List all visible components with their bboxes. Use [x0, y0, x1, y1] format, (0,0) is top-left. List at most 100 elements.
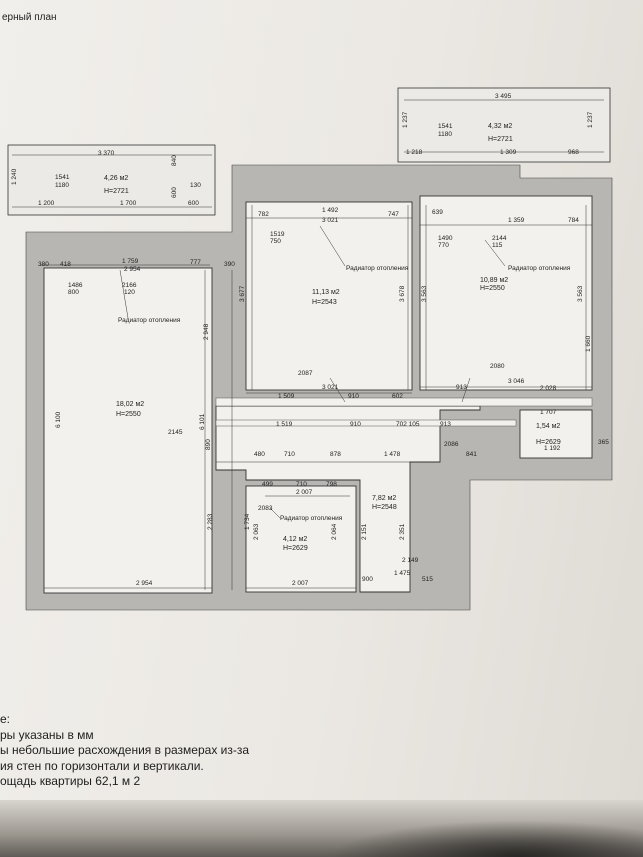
room-area-balcony-left: 4,26 м2: [104, 175, 128, 182]
room-height-big: H=2550: [116, 411, 141, 418]
dimension-label: 782: [258, 211, 269, 218]
dimension-label: 3 021: [322, 217, 339, 224]
photo-shadow-dark: [330, 820, 643, 857]
dimension-label: 120: [124, 289, 135, 296]
dimension-label: 1 660: [585, 335, 592, 352]
dimension-label: 2145: [168, 429, 183, 436]
dimension-label: 418: [60, 261, 71, 268]
dimension-label: 1 492: [322, 207, 339, 214]
dimension-label: 1486: [68, 282, 83, 289]
dimension-label: 1 759: [122, 258, 139, 265]
dimension-label: 2 007: [296, 489, 313, 496]
dimension-label: 2 063: [253, 523, 260, 540]
dimension-label: 115: [492, 242, 503, 249]
dimension-label: 3 563: [421, 285, 428, 302]
dimension-label: 1541: [55, 174, 70, 181]
dimension-label: 1 200: [38, 200, 55, 207]
radiator-note: Радиатор отопления: [280, 515, 343, 522]
dimension-label: 515: [422, 576, 433, 583]
dimension-label: 913: [440, 421, 451, 428]
dimension-label: 1 240: [11, 168, 18, 185]
room-area-right: 10,89 м2: [480, 277, 508, 284]
dimension-label: 600: [188, 200, 199, 207]
room-area-wc: 1,54 м2: [536, 423, 560, 430]
room-bath: [245, 485, 357, 593]
dimension-label: 2 283: [207, 513, 214, 530]
dimension-label: 2086: [444, 441, 459, 448]
dimension-label: 2166: [122, 282, 137, 289]
dimension-label: 3 370: [98, 150, 115, 157]
balcony-right: [397, 87, 611, 163]
dimension-label: 913: [456, 384, 467, 391]
room-mid: [245, 201, 413, 391]
dimension-label: 1 734: [244, 513, 251, 530]
dimension-label: 1541: [438, 123, 453, 130]
room-height-balcony-left: H=2721: [104, 188, 129, 195]
room-area-hall: 7,82 м2: [372, 495, 396, 502]
dimension-label: 390: [224, 261, 235, 268]
note-line: ы небольшие расхождения в размерах из-за: [0, 743, 250, 757]
dimension-label: 365: [598, 439, 609, 446]
room-height-hall: H=2548: [372, 504, 397, 511]
dimension-label: 6 100: [55, 411, 62, 428]
page-title: ерный план: [2, 12, 57, 23]
room-big: [43, 267, 213, 594]
dimension-label: 3 495: [495, 93, 512, 100]
dimension-label: 890: [205, 439, 212, 450]
dimension-label: 1 478: [384, 451, 401, 458]
balcony-left: [7, 144, 216, 216]
room-area-balcony-right: 4,32 м2: [488, 123, 512, 130]
dimension-label: 2 948: [203, 323, 210, 340]
dimension-label: 1 237: [402, 111, 409, 128]
note-line: ры указаны в мм: [0, 727, 94, 742]
dimension-label: 499: [262, 481, 273, 488]
dimension-label: 1 237: [587, 111, 594, 128]
dimension-label: 1 218: [406, 149, 423, 156]
room-height-wc: H=2629: [536, 439, 561, 446]
room-hall: [215, 405, 481, 593]
dimension-label: 1 700: [120, 200, 137, 207]
dimension-label: 1 519: [276, 421, 293, 428]
dimension-label: 841: [466, 451, 477, 458]
dimension-label: 900: [362, 576, 373, 583]
dimension-label: 710: [296, 481, 307, 488]
dimension-label: 602: [392, 393, 403, 400]
dimension-label: 750: [270, 238, 281, 245]
dimension-label: 380: [38, 261, 49, 268]
dimension-label: 777: [190, 259, 201, 266]
dimension-label: 710: [284, 451, 295, 458]
dimension-label: 2 954: [136, 580, 153, 587]
dimension-label: 770: [438, 242, 449, 249]
room-right: [419, 195, 593, 391]
dimension-label: 1 359: [508, 217, 525, 224]
dimension-label: 798: [326, 481, 337, 488]
dimension-label: 784: [568, 217, 579, 224]
dimension-label: 2 151: [361, 523, 368, 540]
dimension-label: 702 105: [396, 421, 420, 428]
radiator-note: Радиатор отопления: [346, 265, 409, 272]
dimension-label: 1 707: [540, 409, 557, 416]
dimension-label: 747: [388, 211, 399, 218]
room-area-big: 18,02 м2: [116, 401, 144, 408]
dimension-label: 3 046: [508, 378, 525, 385]
dimension-label: 480: [254, 451, 265, 458]
dimension-label: 2087: [298, 370, 313, 377]
plan-notes: е: ры указаны в мм ы небольшие расхожден…: [0, 712, 249, 790]
dimension-label: 2 064: [331, 523, 338, 540]
room-height-right: H=2550: [480, 285, 505, 292]
dimension-label: 1 192: [544, 445, 561, 452]
dimension-label: 2 007: [292, 580, 309, 587]
room-height-bath: H=2629: [283, 545, 308, 552]
radiator-note: Радиатор отопления: [118, 317, 181, 324]
dimension-label: 878: [330, 451, 341, 458]
dimension-label: 910: [348, 393, 359, 400]
dimension-label: 1 509: [278, 393, 295, 400]
dimension-label: 3 021: [322, 384, 339, 391]
room-wc: [519, 409, 593, 459]
dimension-label: 968: [568, 149, 579, 156]
dimension-label: 600: [171, 187, 178, 198]
floor-plan: 18,02 м2 H=2550 11,13 м2 H=2543 10,89 м2…: [7, 87, 613, 611]
dimension-label: 2 149: [402, 557, 419, 564]
dimension-label: 6 101: [199, 413, 206, 430]
room-height-mid: H=2543: [312, 299, 337, 306]
